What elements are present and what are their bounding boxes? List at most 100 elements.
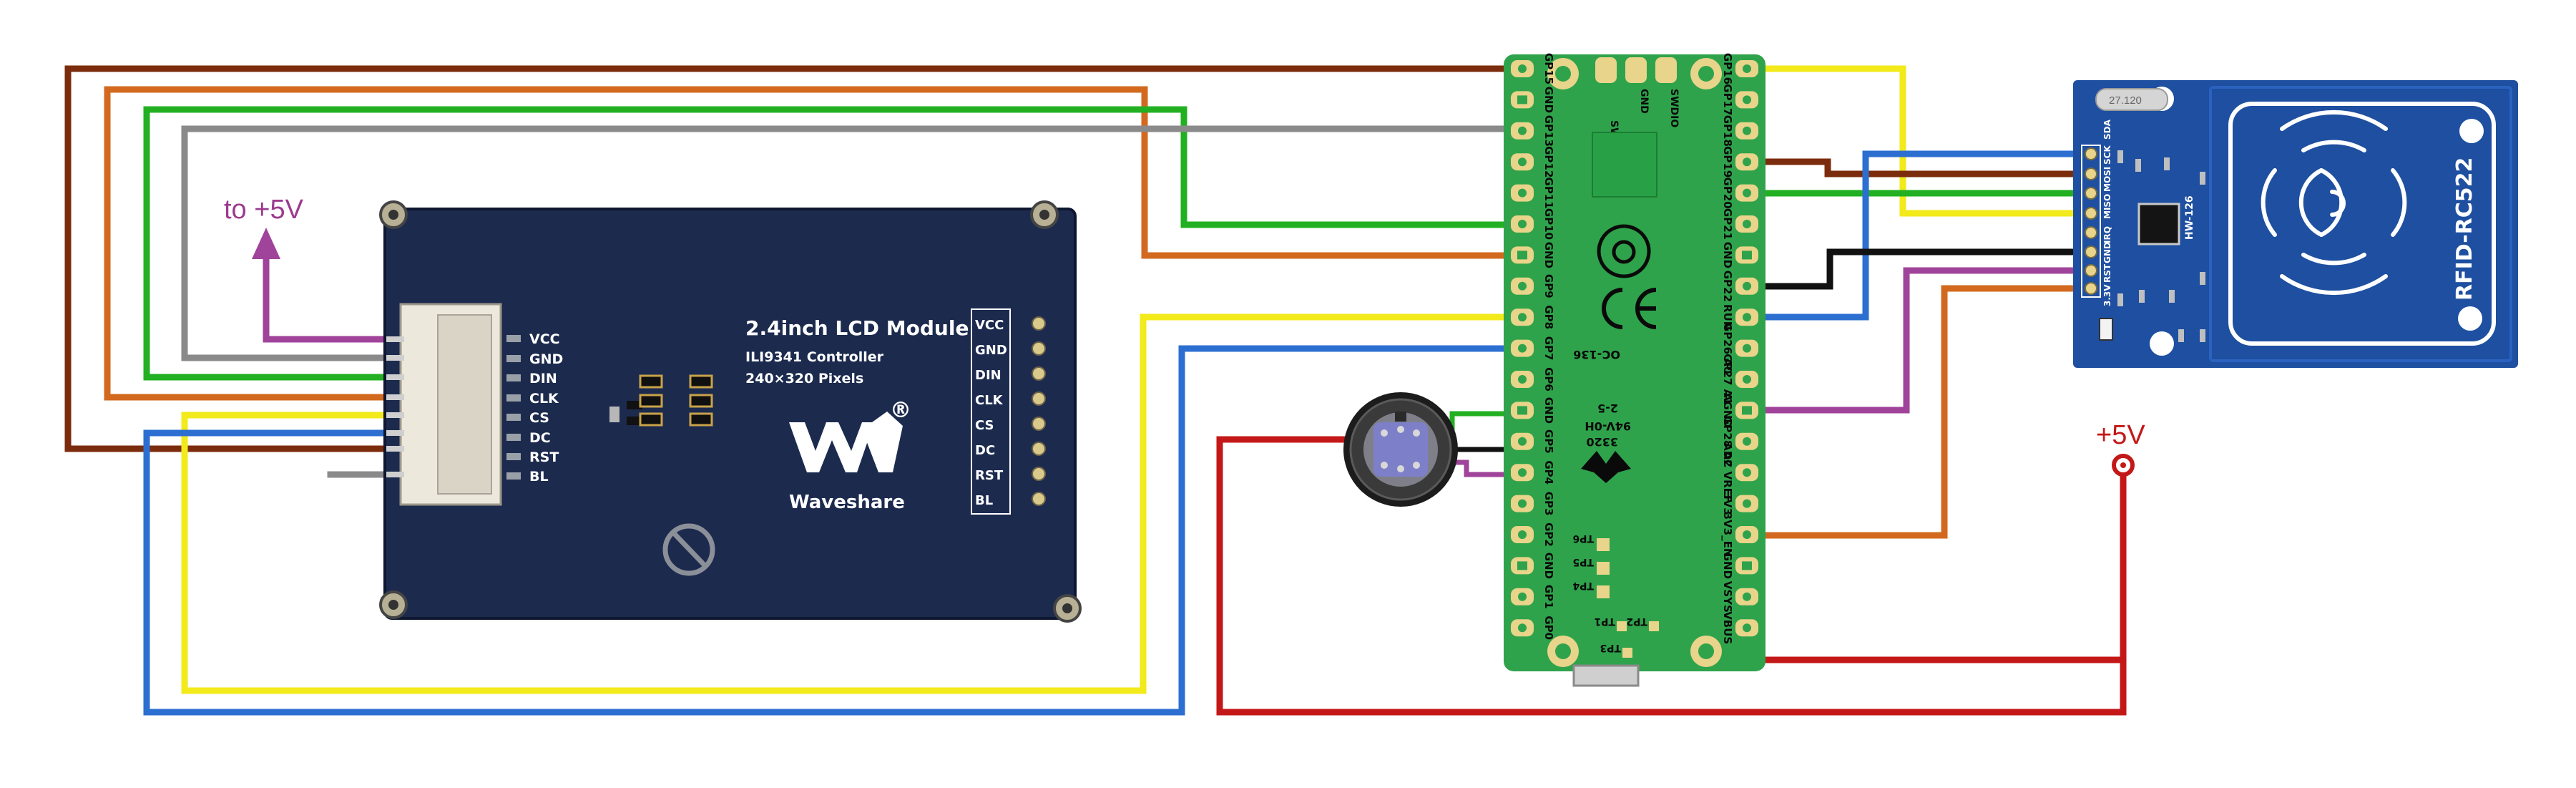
pico-pin-hole — [1743, 313, 1751, 322]
pico-pin-label: GP11 — [1542, 177, 1555, 209]
pico-pin-label: GP12 — [1542, 146, 1555, 177]
wire-blue-bl — [143, 345, 1524, 716]
pico-left-pads — [1511, 60, 1534, 637]
pico-pin-hole — [1743, 623, 1751, 633]
pico-pin-hole — [1742, 406, 1752, 415]
rfid-waves-icon — [2261, 110, 2407, 296]
pico-pin-label: VBUS — [1721, 611, 1734, 644]
lcd-title: 2.4inch LCD Module — [745, 316, 969, 340]
to-5v-label: to +5V — [224, 195, 304, 225]
pico-pin-label: VSYS — [1721, 581, 1734, 613]
rfid-chip — [2137, 203, 2180, 245]
rfid-pin-label: SCK — [2102, 145, 2112, 165]
pico-board-mark: OC-136 — [1573, 348, 1620, 361]
lcd-pin-label: GND — [529, 351, 563, 367]
pico-pin-label: 3V3_EN — [1721, 512, 1734, 558]
pico-pin-hole — [1743, 375, 1751, 384]
lcd-side-pin-label: VCC — [975, 318, 1004, 333]
lcd-pin-pads — [506, 335, 521, 480]
ps2-connector — [1343, 392, 1458, 507]
pico-pin-label: GP5 — [1542, 429, 1555, 454]
lcd-side-pin-label: RST — [975, 468, 1004, 483]
pico-test-point: TP4 — [1572, 580, 1594, 591]
wire-yellow-rfid-sda — [1747, 65, 2092, 217]
pico-board: SWCLK GND SWDIO OC-136 94V-0H 3320 2-5 — [1504, 53, 1766, 687]
pico-pin-hole — [1518, 64, 1527, 73]
lcd-pin-label: VCC — [529, 331, 560, 347]
pico-pin-hole — [1743, 468, 1751, 477]
wire-yellow-rst — [181, 313, 1524, 694]
rfid-pin-label: 3.3V — [2102, 284, 2112, 306]
rfid-pin-label: GND — [2102, 242, 2112, 263]
lcd-side-header: VCC GND DIN CLK CS DC RST BL — [971, 308, 1046, 515]
pico-pcb — [1504, 54, 1766, 671]
pico-pin-label: GND — [1721, 242, 1734, 268]
pico-pin-hole — [1743, 344, 1751, 353]
wire-brown-cs — [64, 65, 1524, 452]
pico-top-label: GND — [1638, 89, 1650, 114]
mounting-holes — [379, 200, 1082, 623]
lcd-module: VCC GND DIN CLK CS DC RST BL 2.4inch LCD… — [379, 200, 1082, 623]
pico-pin-label: GP4 — [1542, 460, 1555, 485]
lcd-pin-label: BL — [529, 469, 549, 485]
pico-test-point: TP3 — [1600, 642, 1621, 653]
pico-pin-hole — [1518, 220, 1527, 228]
pico-pin-hole — [1743, 592, 1751, 601]
pico-pin-label: GP21 — [1721, 208, 1734, 240]
pico-pin-hole — [1517, 561, 1527, 570]
pico-pin-label: GP2 — [1542, 522, 1555, 547]
pico-test-point: TP6 — [1572, 532, 1594, 544]
pico-pin-hole — [1518, 157, 1527, 167]
wire-red-ps2-vcc — [1216, 436, 2127, 716]
wire-purple-vcc — [263, 248, 401, 343]
waveshare-logo-icon — [789, 412, 903, 472]
pico-pin-label: GND — [1542, 553, 1555, 579]
rfid-pin-label: MOSI — [2102, 167, 2112, 192]
pico-pin-hole — [1518, 468, 1527, 477]
pico-pin-label: GP19 — [1721, 146, 1734, 177]
pico-pin-hole — [1517, 250, 1527, 260]
pico-pin-label: AGND — [1721, 393, 1734, 428]
arrow-head-icon — [252, 228, 280, 259]
pico-pin-label: GND — [1542, 242, 1555, 268]
wires — [64, 65, 2127, 716]
pico-pin-hole — [1518, 499, 1527, 508]
pico-pin-label: GP8 — [1542, 305, 1555, 329]
wire-orange-rfid-3v3 — [1747, 285, 2092, 539]
pico-right-pads — [1735, 60, 1758, 637]
pico-pin-hole — [1518, 592, 1527, 601]
rfid-pin-label: SDA — [2102, 119, 2112, 140]
pico-pin-hole — [1517, 406, 1527, 415]
pico-rp2040-chip — [1592, 132, 1657, 198]
lcd-pin-label: CS — [529, 410, 549, 426]
rfid-smd-parts — [2099, 150, 2205, 342]
pico-pin-label: GND — [1542, 397, 1555, 424]
rfid-crystal: 27.120 — [2095, 88, 2168, 111]
pico-pin-label: ADC VREF — [1721, 442, 1734, 502]
pico-pin-label: GP6 — [1542, 367, 1555, 391]
pico-pin-hole — [1743, 64, 1751, 73]
pico-pin-label: RUN — [1721, 304, 1734, 330]
wire-black-rfid-gnd — [1747, 248, 2092, 290]
pico-pin-hole — [1743, 499, 1751, 508]
lcd-side-pin-label: BL — [975, 493, 993, 508]
lcd-components — [609, 374, 713, 427]
rfid-pin-label: IRQ — [2102, 226, 2112, 243]
pico-pin-hole — [1743, 126, 1751, 135]
pico-board-mark: 94V-0H — [1585, 419, 1631, 433]
wire-gray-clk — [181, 125, 1524, 361]
wire-blue-rfid-miso — [1747, 150, 2092, 321]
rfid-pin-header — [2081, 145, 2101, 298]
rfid-pcb — [2073, 80, 2518, 368]
lcd-side-pin-label: CS — [975, 418, 994, 433]
lcd-controller: ILI9341 Controller — [745, 349, 884, 365]
lcd-pixels: 240×320 Pixels — [745, 371, 863, 386]
pico-pin-label: GP22 — [1721, 271, 1734, 302]
pico-pin-label: GP17 — [1721, 84, 1734, 115]
pico-pin-label: GP20 — [1721, 177, 1734, 209]
pico-pin-hole — [1518, 375, 1527, 384]
lcd-pin-label: DC — [529, 430, 551, 446]
pico-pin-hole — [1743, 530, 1751, 539]
lcd-side-pin-label: GND — [975, 343, 1007, 358]
raspberry-logo-icon — [1581, 451, 1631, 483]
